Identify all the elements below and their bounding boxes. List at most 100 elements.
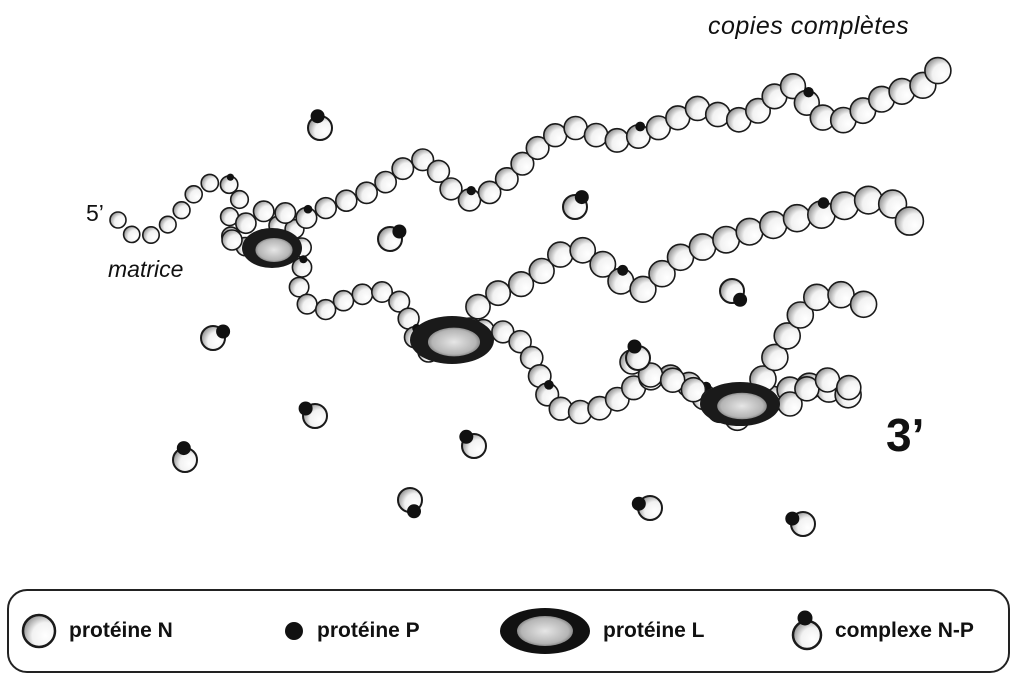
p-protein-dot	[544, 380, 554, 390]
np-complex	[785, 511, 816, 537]
n-protein-bead	[814, 367, 841, 393]
np-complex	[625, 339, 651, 371]
n-protein-bead	[507, 271, 535, 298]
protein-n-icon	[21, 613, 57, 649]
n-protein-bead	[142, 226, 161, 245]
n-protein-bead	[546, 241, 574, 268]
label-three-prime: 3’	[886, 409, 925, 461]
n-protein-bead	[296, 293, 318, 315]
np-complex	[200, 324, 231, 351]
n-protein-bead	[648, 259, 676, 288]
n-protein-bead	[853, 185, 884, 215]
np-complex	[377, 224, 407, 252]
n-protein-bead	[229, 189, 250, 210]
n-protein-bead	[465, 293, 491, 320]
n-protein-bead	[744, 97, 771, 124]
n-protein-bead	[200, 173, 220, 193]
n-protein-bead	[172, 201, 191, 220]
l-protein	[700, 382, 780, 426]
protein-p-icon	[285, 622, 303, 640]
n-protein-bead	[355, 181, 379, 205]
np-complex	[631, 495, 663, 521]
n-protein-bead	[370, 280, 393, 303]
n-protein-bead	[569, 236, 597, 264]
l-proteins	[242, 228, 780, 426]
np-complex	[397, 487, 423, 519]
n-protein-bead	[704, 101, 731, 128]
n-protein-bead	[604, 127, 630, 153]
p-protein-dot	[617, 264, 629, 276]
label-full-copies: copies complètes	[708, 12, 910, 40]
n-protein-bead	[315, 298, 337, 321]
strands	[109, 56, 952, 432]
n-protein-bead	[332, 289, 355, 312]
n-protein-bead	[109, 211, 127, 229]
n-protein-bead	[494, 167, 519, 192]
n-protein-bead	[221, 229, 243, 251]
np-complex	[719, 278, 748, 307]
n-protein-bead	[849, 290, 878, 319]
np-complex	[562, 190, 589, 220]
legend-label-protein-n: protéine N	[69, 619, 173, 642]
n-protein-bead	[688, 233, 717, 261]
n-protein-bead	[426, 159, 451, 184]
legend-label-np-complex: complexe N-P	[835, 619, 974, 642]
n-protein-bead	[477, 180, 502, 205]
np-complex	[172, 441, 198, 473]
n-protein-bead	[485, 280, 512, 307]
n-protein-bead	[158, 215, 177, 234]
p-protein-dot	[226, 173, 234, 181]
legend-item-protein-p: protéine P	[281, 591, 420, 671]
n-protein-bead	[835, 374, 862, 401]
n-protein-bead	[583, 122, 609, 148]
n-protein-bead	[759, 210, 788, 240]
p-protein-dot	[635, 121, 646, 132]
n-protein-bead	[735, 217, 764, 246]
legend-item-protein-l: protéine L	[497, 591, 705, 671]
p-protein-dot	[803, 87, 814, 98]
n-protein-bead	[924, 56, 952, 85]
legend-label-protein-l: protéine L	[603, 619, 705, 642]
n-protein-bead	[508, 329, 532, 354]
n-protein-bead	[411, 148, 435, 172]
free-np-complexes	[172, 109, 816, 537]
n-protein-bead	[712, 225, 741, 254]
n-protein-bead	[288, 276, 310, 298]
n-protein-bead	[314, 196, 337, 220]
n-protein-bead	[439, 177, 463, 201]
n-protein-bead	[829, 191, 859, 221]
l-protein	[410, 316, 494, 364]
n-protein-bead	[894, 206, 925, 236]
n-protein-bead	[761, 343, 789, 372]
protein-l-icon	[500, 608, 590, 654]
np-complex-icon	[791, 610, 823, 651]
n-protein-bead	[659, 367, 686, 394]
l-protein	[242, 228, 302, 268]
n-protein-bead	[374, 170, 398, 194]
np-complex	[298, 401, 328, 429]
n-protein-bead	[629, 275, 657, 303]
n-protein-bead	[786, 301, 815, 329]
p-protein-dot	[466, 186, 476, 196]
n-protein-bead	[773, 322, 802, 350]
n-protein-bead	[680, 376, 707, 403]
copy-strand-middle	[457, 185, 925, 343]
n-protein-bead	[589, 250, 617, 278]
label-template: matrice	[108, 256, 184, 282]
legend-item-np-complex: complexe N-P	[789, 591, 974, 671]
p-protein-dot	[817, 197, 830, 209]
p-protein-dot	[299, 255, 308, 264]
legend: protéine N protéine P protéine L complex…	[7, 589, 1010, 673]
n-protein-bead	[528, 257, 555, 285]
legend-label-protein-p: protéine P	[317, 619, 420, 642]
p-protein-dot	[303, 204, 313, 214]
n-protein-bead	[510, 151, 535, 176]
legend-item-protein-n: protéine N	[19, 591, 173, 671]
n-protein-bead	[782, 203, 812, 233]
n-protein-bead	[234, 212, 257, 235]
n-protein-bead	[542, 122, 568, 148]
n-protein-bead	[391, 157, 415, 181]
copy-strand-top	[221, 56, 952, 251]
n-protein-bead	[122, 225, 141, 244]
